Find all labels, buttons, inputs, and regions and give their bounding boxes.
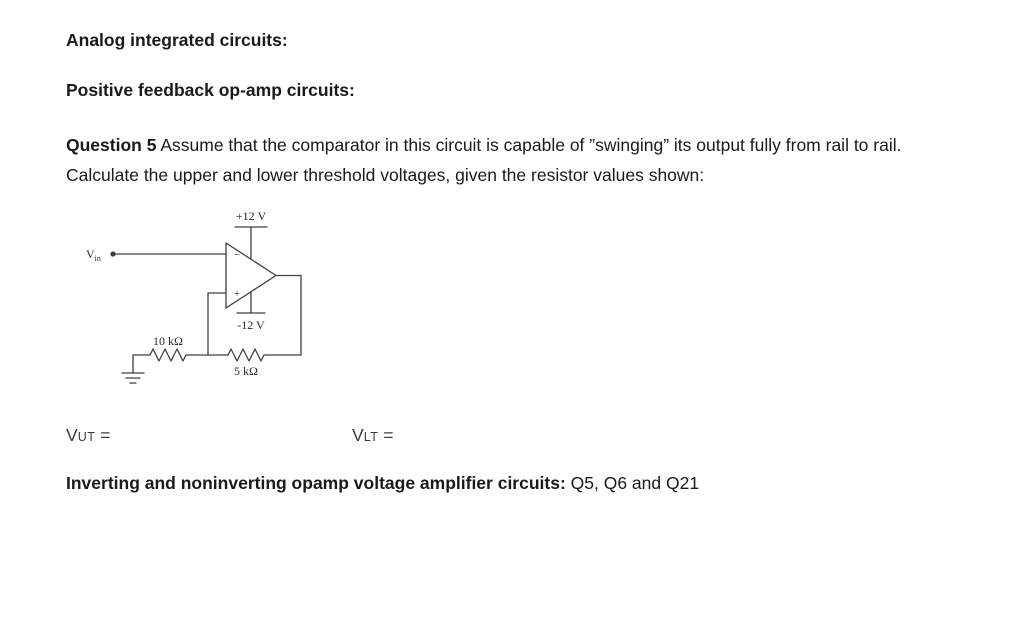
vlt-equals: = <box>378 425 394 445</box>
vin-subscript: in <box>95 254 101 263</box>
circuit-diagram: +12 V Vin − + -12 V 5 kΩ 10 kΩ <box>58 203 398 403</box>
vlt-subscript: LT <box>363 430 379 444</box>
upper-threshold-label: VUT = <box>66 425 111 445</box>
output-wire <box>275 274 302 356</box>
heading-analog-integrated-circuits: Analog integrated circuits: <box>66 30 288 50</box>
noninverting-input-sign: + <box>234 288 240 300</box>
question-number-label: Question 5 <box>66 135 157 155</box>
threshold-answers-row: VUT = VLT = <box>0 425 1024 449</box>
vut-subscript: UT <box>77 430 96 444</box>
question-paragraph: Question 5 Assume that the comparator in… <box>66 130 978 190</box>
positive-supply-label: +12 V <box>236 209 267 223</box>
feedback-junction-wire <box>207 292 227 356</box>
lower-threshold-label: VLT = <box>352 425 394 445</box>
next-section-bold: Inverting and noninverting opamp voltage… <box>66 473 566 493</box>
vin-label: Vin <box>86 247 101 263</box>
next-section-line: Inverting and noninverting opamp voltage… <box>66 473 699 494</box>
resistor-r2-5k <box>207 348 302 362</box>
vut-equals: = <box>95 425 111 445</box>
resistor-r1-10k <box>132 348 209 362</box>
heading-positive-feedback-opamp: Positive feedback op-amp circuits: <box>66 80 355 100</box>
inverting-input-sign: − <box>234 249 240 261</box>
question-text: Assume that the comparator in this circu… <box>66 135 902 185</box>
resistor-r1-label: 10 kΩ <box>153 334 183 348</box>
next-section-regular: Q5, Q6 and Q21 <box>565 473 700 493</box>
ground-symbol-icon <box>121 372 145 384</box>
negative-supply-label: -12 V <box>237 318 265 332</box>
comparator-circuit-schematic: +12 V Vin − + -12 V 5 kΩ 10 kΩ <box>86 209 302 384</box>
resistor-r2-label: 5 kΩ <box>234 364 258 378</box>
